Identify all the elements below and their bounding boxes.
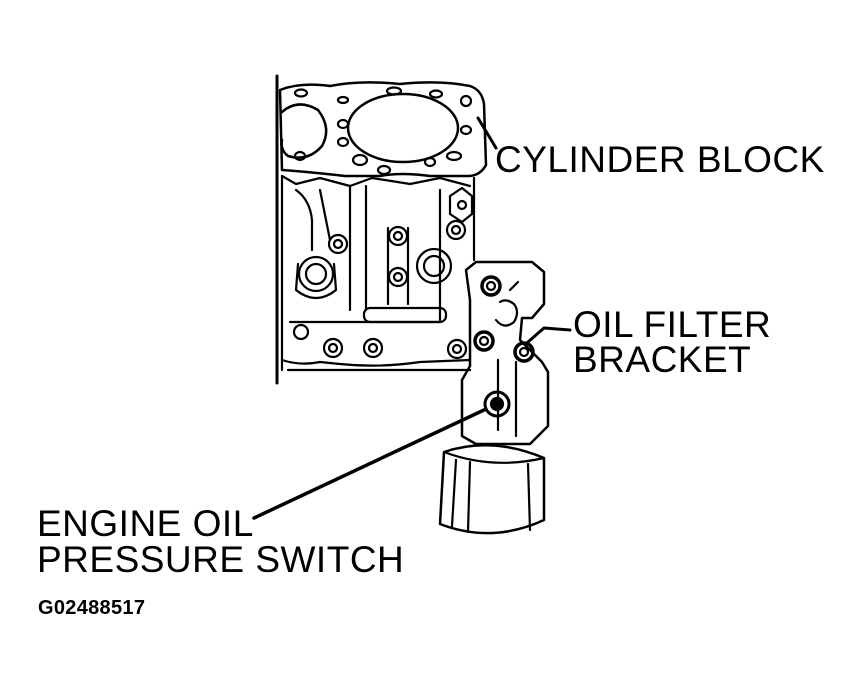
leader-cylinder-block (476, 116, 498, 150)
figure-code: G02488517 (38, 597, 146, 619)
leader-oil-filter-bracket (526, 326, 572, 344)
oil-filter-bracket (460, 260, 550, 446)
oil-pressure-switch (483, 390, 511, 418)
oil-filter (438, 444, 546, 535)
label-pressure-switch-line2: PRESSURE SWITCH (37, 539, 405, 580)
label-oil-filter-bracket-line1: OIL FILTER (573, 304, 772, 345)
label-pressure-switch-line1: ENGINE OIL (37, 503, 254, 544)
cylinder-block (275, 74, 488, 385)
leader-pressure-switch (252, 408, 486, 520)
label-oil-filter-bracket-line2: BRACKET (573, 339, 752, 380)
label-cylinder-block: CYLINDER BLOCK (495, 139, 825, 180)
